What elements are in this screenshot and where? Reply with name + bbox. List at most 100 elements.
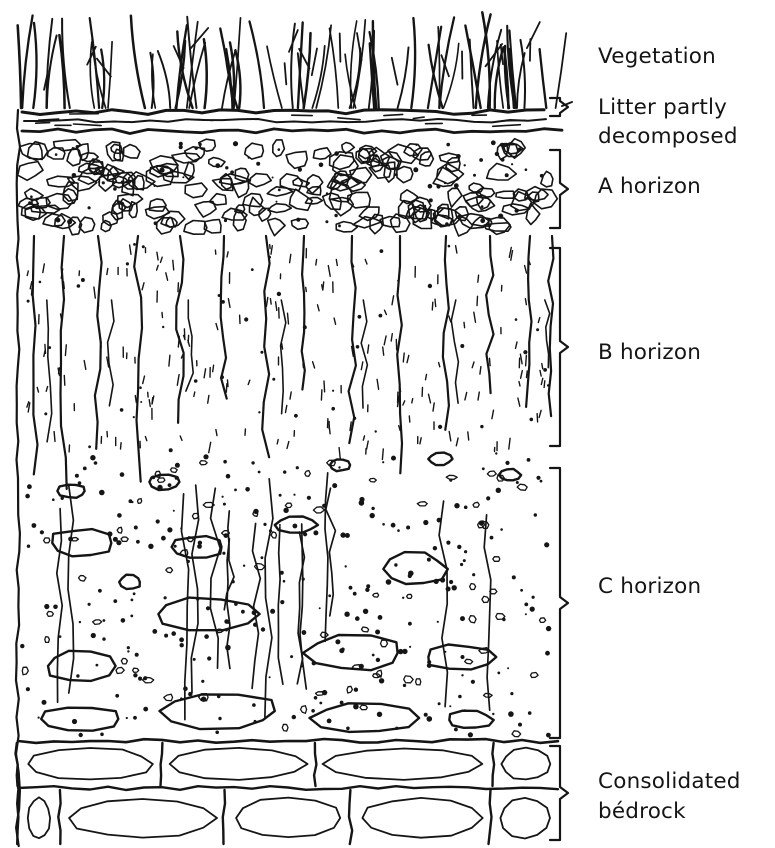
- c-grain: [201, 680, 204, 683]
- c-grain: [427, 558, 431, 562]
- grass-blade: [304, 33, 311, 108]
- a-horizon-grain: [298, 168, 302, 172]
- b-grain: [480, 425, 483, 428]
- b-dash: [472, 362, 474, 368]
- c-grain: [179, 637, 184, 642]
- c-grain: [293, 494, 295, 496]
- b-dash: [32, 289, 33, 296]
- c-grain: [464, 709, 467, 712]
- c-pebble: [93, 620, 102, 625]
- c-pebble: [373, 674, 381, 678]
- c-pebble: [473, 502, 479, 507]
- soil-crumb: [185, 183, 207, 198]
- b-grain: [332, 390, 334, 392]
- c-pebble: [143, 677, 154, 682]
- c-grain: [96, 664, 99, 667]
- b-dash: [161, 257, 163, 262]
- c-grain: [525, 613, 527, 615]
- a-horizon-grain: [479, 158, 483, 162]
- soil-crumb: [350, 168, 372, 183]
- b-dash: [64, 375, 65, 385]
- c-grain: [528, 711, 532, 715]
- c-grain: [454, 503, 459, 508]
- c-grain: [270, 609, 275, 614]
- c-grain: [193, 658, 196, 661]
- b-grain: [268, 256, 271, 259]
- c-grain: [319, 607, 321, 609]
- c-grain: [328, 594, 331, 597]
- c-grain: [372, 654, 375, 657]
- c-grain: [474, 667, 476, 669]
- b-dash: [208, 395, 209, 403]
- c-grain: [371, 507, 374, 510]
- b-dash: [464, 322, 465, 327]
- grass-blade: [521, 40, 526, 108]
- b-dash: [169, 355, 170, 366]
- b-dash: [276, 302, 277, 311]
- c-grain: [391, 456, 396, 461]
- c-grain: [359, 500, 365, 506]
- b-dash: [329, 424, 330, 434]
- c-root-crack: [182, 494, 189, 720]
- b-grain: [260, 351, 263, 354]
- a-horizon-grain: [248, 157, 250, 159]
- c-stone: [119, 575, 140, 589]
- b-dash: [433, 403, 434, 411]
- litter-line: [22, 110, 544, 115]
- b-grain: [133, 416, 135, 418]
- c-grain: [115, 694, 119, 698]
- grass-leaf: [392, 58, 398, 85]
- c-grain: [283, 580, 286, 583]
- a-horizon-grain: [515, 209, 519, 213]
- a-horizon-grain: [491, 140, 496, 145]
- litter-fragment: [384, 114, 403, 115]
- c-grain: [518, 723, 522, 727]
- b-grain: [77, 284, 81, 288]
- c-stone: [499, 469, 521, 480]
- a-horizon-grain: [540, 174, 544, 178]
- c-grain: [224, 619, 229, 624]
- c-pebble: [493, 557, 500, 562]
- b-dash: [544, 381, 545, 388]
- c-pebble: [360, 705, 367, 710]
- c-grain: [126, 717, 128, 719]
- grass-blade: [18, 25, 21, 108]
- b-dash: [432, 302, 433, 310]
- grass-blade: [33, 23, 36, 108]
- b-grain: [139, 386, 142, 389]
- b-dash: [412, 399, 413, 403]
- c-grain: [174, 545, 177, 548]
- c-grain: [175, 463, 180, 468]
- c-grain: [353, 592, 357, 596]
- c-grain: [454, 728, 458, 732]
- b-dash: [328, 266, 330, 277]
- c-pebble: [171, 468, 178, 473]
- c-grain: [180, 643, 184, 647]
- c-grain: [424, 713, 428, 717]
- c-pebble: [164, 694, 173, 701]
- c-grain: [365, 588, 369, 592]
- a-horizon-grain: [325, 220, 328, 223]
- b-column-crack: [361, 300, 367, 408]
- b-dash: [377, 379, 379, 389]
- c-grain: [349, 586, 353, 590]
- c-grain: [136, 540, 140, 544]
- b-dash: [226, 384, 227, 393]
- c-grain: [152, 629, 157, 634]
- c-grain: [61, 497, 64, 500]
- c-stone: [383, 552, 448, 584]
- c-grain: [427, 660, 431, 664]
- c-grain: [497, 672, 500, 675]
- a-horizon-grain: [113, 187, 117, 191]
- b-dash: [43, 264, 45, 273]
- b-dash: [286, 405, 287, 412]
- c-grain: [27, 545, 30, 548]
- c-grain: [335, 639, 340, 644]
- b-dash: [429, 394, 431, 403]
- c-grain: [138, 677, 142, 681]
- b-dash: [216, 324, 218, 330]
- a-horizon-grain: [198, 143, 201, 146]
- b-grain: [48, 346, 51, 349]
- b-dash: [216, 430, 217, 436]
- c-grain: [516, 481, 519, 484]
